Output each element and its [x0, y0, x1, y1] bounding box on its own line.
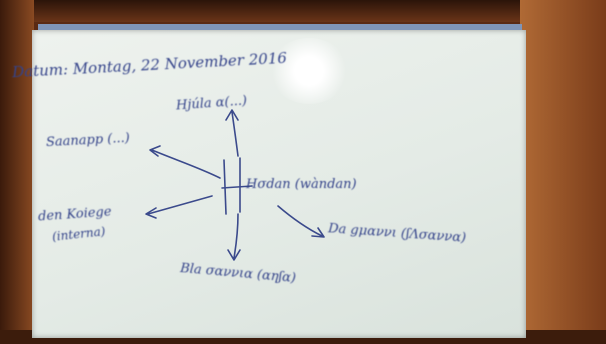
arrow-to-left-upper [149, 145, 221, 179]
arrow-to-left-lower [145, 195, 213, 219]
projector-titlebar [38, 24, 522, 30]
center-h-crossbar [221, 185, 253, 189]
wall-right [520, 0, 606, 344]
wall-left [0, 0, 34, 344]
projector-glare [270, 38, 348, 104]
arrow-to-bottom [227, 213, 241, 261]
center-word-text: Hσdan (wàndan) [246, 177, 357, 192]
arrow-to-right [277, 205, 325, 238]
arrow-to-top [225, 109, 239, 157]
ceiling-frame [0, 0, 606, 22]
